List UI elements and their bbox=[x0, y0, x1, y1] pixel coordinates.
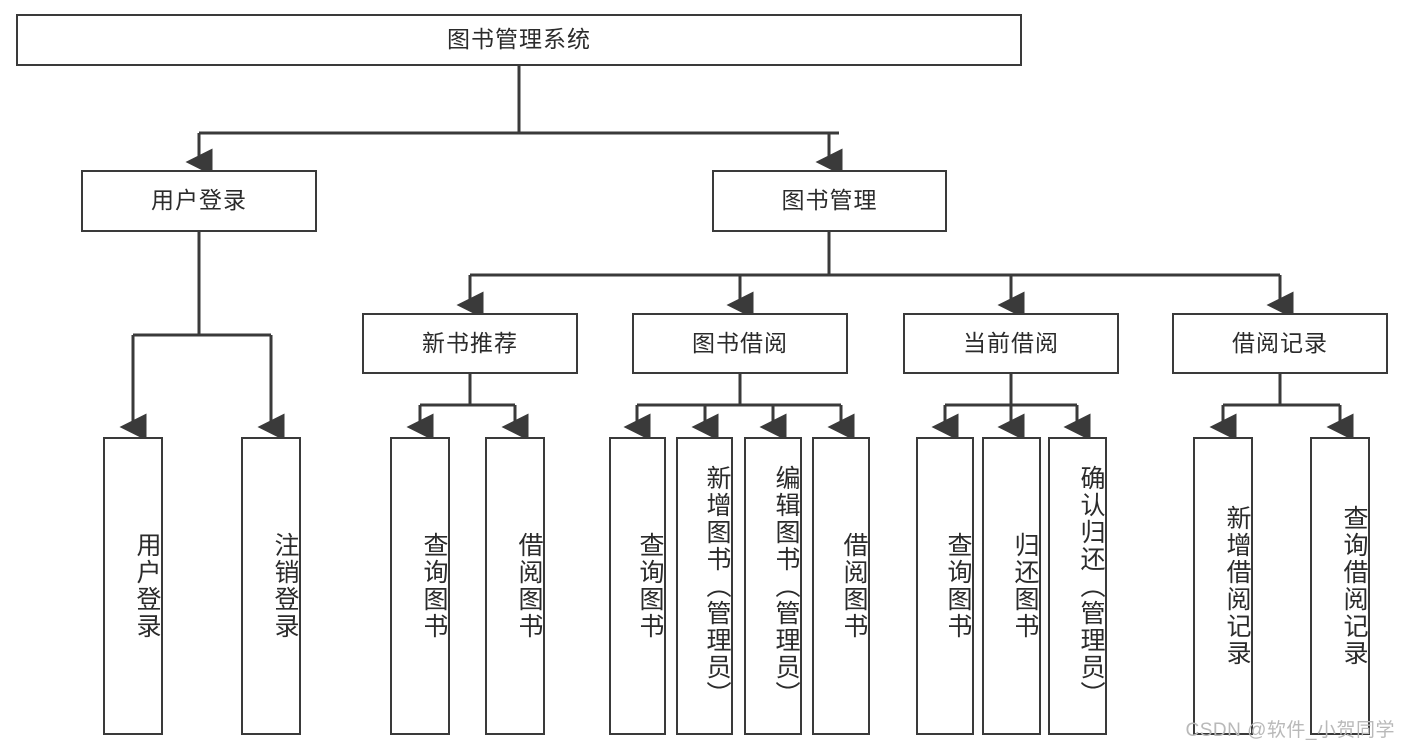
node-leaf-edit-book-admin-label: 编辑图书（管理员） bbox=[772, 464, 800, 708]
node-leaf-query-book-2-label: 查询图书 bbox=[636, 532, 664, 640]
node-leaf-confirm-return-admin[interactable]: 确认归还（管理员） bbox=[1048, 437, 1107, 735]
node-new-book-recommend-label: 新书推荐 bbox=[422, 329, 518, 356]
node-borrow-record[interactable]: 借阅记录 bbox=[1172, 313, 1388, 374]
node-book-borrow[interactable]: 图书借阅 bbox=[632, 313, 848, 374]
csdn-watermark: CSDN @软件_小贺同学 bbox=[1185, 720, 1395, 741]
node-leaf-edit-book-admin[interactable]: 编辑图书（管理员） bbox=[744, 437, 802, 735]
node-leaf-query-book-3-label: 查询图书 bbox=[944, 532, 972, 640]
node-current-borrow-label: 当前借阅 bbox=[963, 329, 1059, 356]
node-borrow-record-label: 借阅记录 bbox=[1232, 329, 1328, 356]
node-current-borrow[interactable]: 当前借阅 bbox=[903, 313, 1119, 374]
node-leaf-add-borrow-record-label: 新增借阅记录 bbox=[1223, 505, 1251, 667]
node-leaf-query-book-1-label: 查询图书 bbox=[420, 532, 448, 640]
node-leaf-return-book-label: 归还图书 bbox=[1011, 532, 1039, 640]
node-leaf-add-borrow-record[interactable]: 新增借阅记录 bbox=[1193, 437, 1253, 735]
node-leaf-add-book-admin[interactable]: 新增图书（管理员） bbox=[676, 437, 733, 735]
node-leaf-add-book-admin-label: 新增图书（管理员） bbox=[703, 464, 731, 708]
node-leaf-borrow-book-2[interactable]: 借阅图书 bbox=[812, 437, 870, 735]
node-book-management-label: 图书管理 bbox=[781, 187, 878, 214]
node-root[interactable]: 图书管理系统 bbox=[16, 14, 1022, 66]
node-leaf-query-borrow-record-label: 查询借阅记录 bbox=[1340, 505, 1368, 667]
node-leaf-borrow-book-2-label: 借阅图书 bbox=[840, 532, 868, 640]
node-leaf-user-logout-label: 注销登录 bbox=[271, 532, 299, 640]
node-leaf-borrow-book-1-label: 借阅图书 bbox=[515, 532, 543, 640]
node-new-book-recommend[interactable]: 新书推荐 bbox=[362, 313, 578, 374]
node-leaf-query-book-2[interactable]: 查询图书 bbox=[609, 437, 666, 735]
node-leaf-user-logout[interactable]: 注销登录 bbox=[241, 437, 301, 735]
node-leaf-user-login-label: 用户登录 bbox=[133, 532, 161, 640]
node-user-login[interactable]: 用户登录 bbox=[81, 170, 317, 232]
node-leaf-query-book-1[interactable]: 查询图书 bbox=[390, 437, 450, 735]
node-root-label: 图书管理系统 bbox=[447, 26, 591, 53]
node-leaf-user-login[interactable]: 用户登录 bbox=[103, 437, 163, 735]
node-leaf-confirm-return-admin-label: 确认归还（管理员） bbox=[1077, 464, 1105, 708]
node-leaf-query-borrow-record[interactable]: 查询借阅记录 bbox=[1310, 437, 1370, 735]
node-leaf-query-book-3[interactable]: 查询图书 bbox=[916, 437, 974, 735]
node-user-login-label: 用户登录 bbox=[151, 187, 247, 214]
node-leaf-borrow-book-1[interactable]: 借阅图书 bbox=[485, 437, 545, 735]
node-book-borrow-label: 图书借阅 bbox=[692, 329, 788, 356]
node-book-management[interactable]: 图书管理 bbox=[712, 170, 947, 232]
node-leaf-return-book[interactable]: 归还图书 bbox=[982, 437, 1041, 735]
